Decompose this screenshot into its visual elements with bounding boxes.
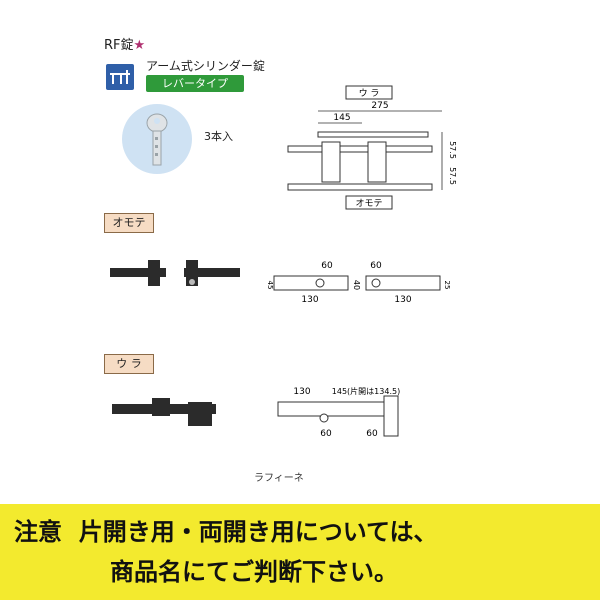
omote-dim-60b: 60 — [370, 261, 382, 271]
lock-type-title: アーム式シリンダー錠 — [146, 59, 265, 73]
omote-dim-40: 40 — [352, 280, 361, 290]
notice-line-2: 商品名にてご判断下さい。 — [110, 558, 398, 586]
ura-handle-photo — [112, 398, 216, 426]
lever-type-badge: レバータイプ — [146, 75, 244, 92]
notice-banner — [0, 504, 600, 600]
ura-dim-60a: 60 — [320, 429, 332, 439]
star-icon: ★ — [133, 38, 146, 53]
inner-dim: 145 — [333, 113, 350, 123]
rf-lock-text: RF錠 — [104, 38, 134, 53]
omote-dim-45: 45 — [266, 281, 274, 290]
width-dim: 275 — [371, 101, 388, 111]
omote-dim-130a: 130 — [301, 295, 318, 305]
key-image — [122, 104, 192, 174]
omote-dim-60a: 60 — [321, 261, 333, 271]
omote-tag: オモテ — [104, 213, 154, 233]
ura-dim-130: 130 — [293, 387, 310, 397]
right-dim-upper: 57.5 — [448, 141, 457, 159]
rf-lock-label: RF錠★ — [104, 34, 145, 53]
keys-count: 3本入 — [204, 130, 233, 143]
notice-line-1: 注意 片開き用・両開き用については、 — [14, 518, 438, 546]
ura-tag: ウ ラ — [104, 354, 154, 374]
ura-dim-145: 145(片開は134.5) — [332, 386, 400, 396]
right-dim-lower: 57.5 — [448, 167, 457, 185]
omote-handle-photo — [110, 260, 240, 286]
ura-dimension-diagram: 130 145(片開は134.5) 60 60 — [277, 386, 400, 439]
ura-label: ウ ラ — [359, 88, 380, 99]
omote-label: オモテ — [355, 198, 382, 209]
omote-dimension-diagram: 60 40 130 45 60 25 130 — [266, 261, 451, 305]
omote-dim-25: 25 — [443, 281, 451, 290]
omote-dim-130b: 130 — [394, 295, 411, 305]
fence-lock-icon — [106, 64, 134, 90]
top-dimension-diagram: ウ ラ 275 145 57.5 57.5 オモテ — [287, 85, 457, 210]
product-caption: ラフィーネ — [254, 473, 304, 484]
ura-dim-60b: 60 — [366, 429, 378, 439]
